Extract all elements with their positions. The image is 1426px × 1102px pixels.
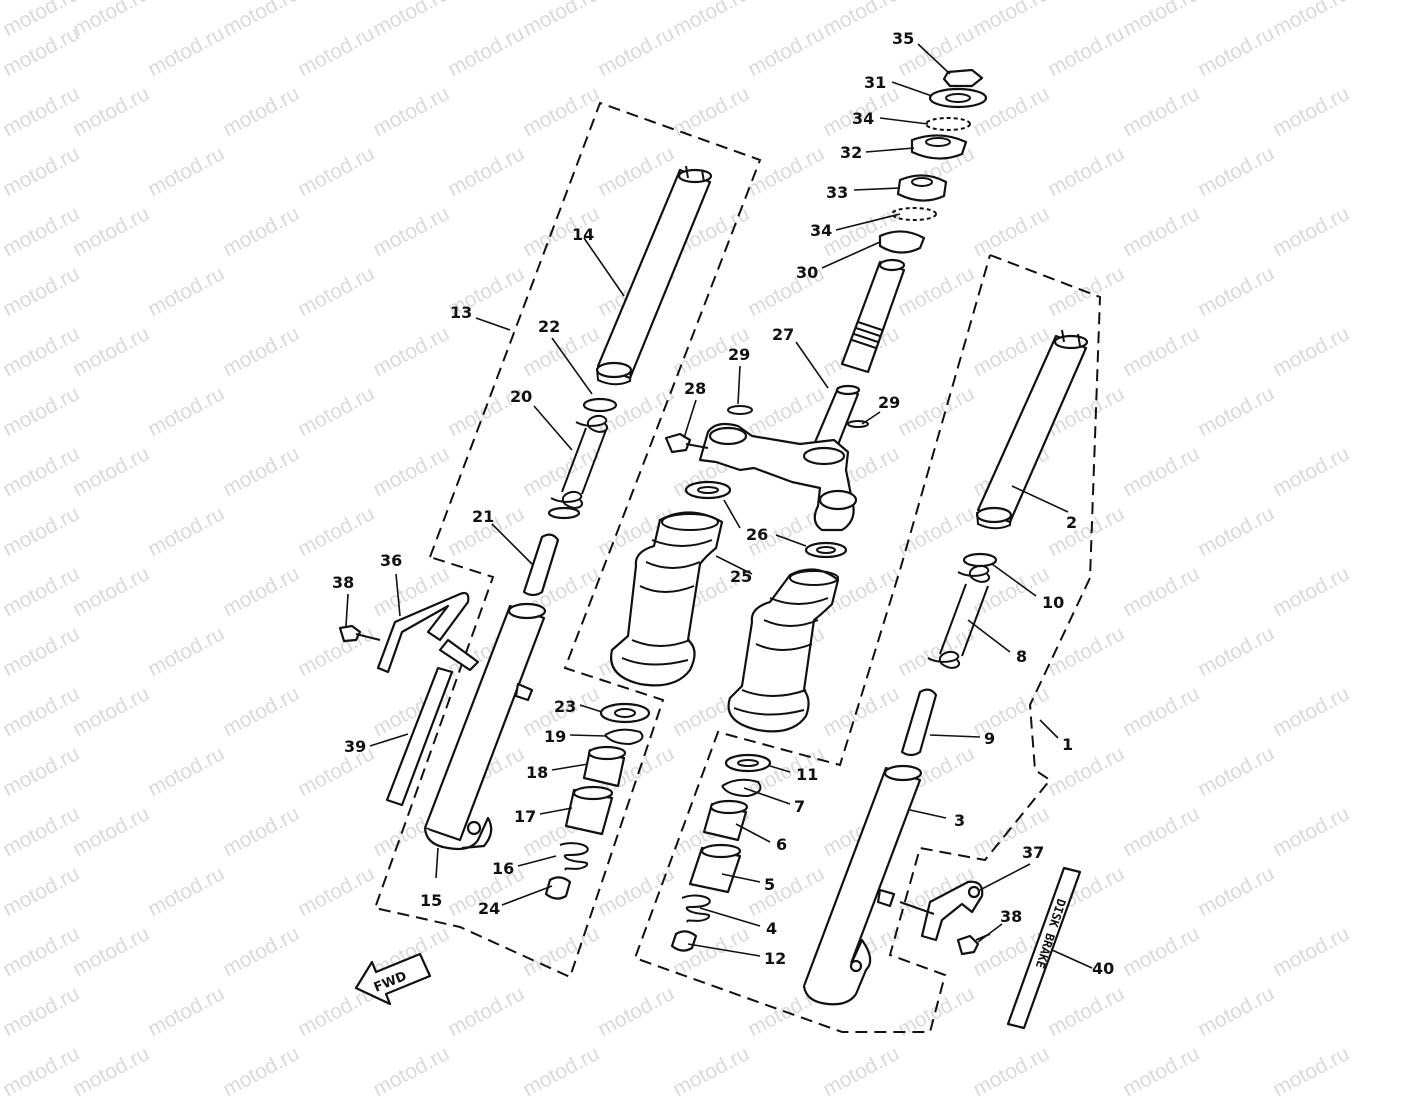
- label-11: 11: [796, 765, 818, 784]
- outer-tube-15: [423, 602, 547, 851]
- label-2: 2: [1066, 513, 1077, 532]
- outline-assembly-13: [373, 101, 762, 979]
- label-17: 17: [514, 807, 536, 826]
- circlip-7: [721, 778, 762, 798]
- washer-6: [702, 799, 749, 842]
- label-29-right: 29: [878, 393, 900, 412]
- inner-tube-2: [975, 329, 1089, 530]
- label-18: 18: [526, 763, 548, 782]
- label-40: 40: [1092, 959, 1114, 978]
- ring-22: [582, 397, 618, 413]
- damper-rod-9: [900, 688, 938, 757]
- circlip-19: [604, 728, 644, 746]
- spring-16: [559, 842, 589, 871]
- diagram-svg: DISK BRAKE FWD: [332, 29, 1114, 1033]
- label-16: 16: [492, 859, 514, 878]
- cap-24: [544, 876, 572, 900]
- label-14: 14: [572, 225, 594, 244]
- spring-8: [927, 564, 991, 669]
- bolt-28: [664, 432, 709, 454]
- label-19: 19: [544, 727, 566, 746]
- spring-4: [681, 894, 711, 923]
- snap-ring-29-left: [727, 405, 753, 415]
- label-34-bottom: 34: [810, 221, 832, 240]
- steering-stem-27: [808, 258, 906, 462]
- inner-tube-14: [595, 165, 713, 386]
- boot-bracket-26-left: [684, 480, 732, 500]
- label-7: 7: [794, 797, 805, 816]
- label-1: 1: [1062, 735, 1073, 754]
- label-35: 35: [892, 29, 914, 48]
- label-27: 27: [772, 325, 794, 344]
- label-25: 25: [730, 567, 752, 586]
- label-28: 28: [684, 379, 706, 398]
- fender-stay-39: [385, 666, 454, 807]
- label-38-right: 38: [1000, 907, 1022, 926]
- label-10: 10: [1042, 593, 1064, 612]
- damper-rod-21: [522, 533, 560, 597]
- label-20: 20: [510, 387, 532, 406]
- label-13: 13: [450, 303, 472, 322]
- ball-bearing-34-bottom: [891, 207, 937, 221]
- label-33: 33: [826, 183, 848, 202]
- oil-seal-11: [724, 753, 772, 773]
- label-9: 9: [984, 729, 995, 748]
- dust-boot-25-right: [727, 568, 840, 733]
- bearing-race-30: [878, 230, 926, 254]
- label-22: 22: [538, 317, 560, 336]
- boot-bracket-26-right: [804, 541, 848, 559]
- label-12: 12: [764, 949, 786, 968]
- bushing-17: [564, 785, 614, 836]
- label-4: 4: [766, 919, 777, 938]
- label-29-left: 29: [728, 345, 750, 364]
- fwd-arrow: FWD: [354, 952, 432, 1006]
- bearing-race-33: [896, 174, 948, 202]
- label-26: 26: [746, 525, 768, 544]
- label-5: 5: [764, 875, 775, 894]
- label-21: 21: [472, 507, 494, 526]
- label-32: 32: [840, 143, 862, 162]
- label-36: 36: [380, 551, 402, 570]
- bearing-cover-31: [928, 87, 988, 109]
- outline-assembly-1: [633, 254, 1102, 1033]
- nut-35: [942, 68, 984, 88]
- ball-bearing-34-top: [925, 117, 971, 131]
- label-31: 31: [864, 73, 886, 92]
- bolt-38-left: [338, 624, 381, 643]
- spring-20: [547, 414, 609, 520]
- cap-12: [670, 930, 698, 952]
- fender-bracket-36: [376, 591, 480, 674]
- outer-tube-3: [802, 764, 923, 1006]
- leader-lines: [345, 43, 1093, 969]
- label-6: 6: [776, 835, 787, 854]
- decal-40: DISK BRAKE: [1006, 866, 1082, 1030]
- callout-labels: 1 2 3 4 5 6 7 8 9 10 11 12 13 14 15 16 1…: [332, 29, 1114, 978]
- bushing-5: [688, 843, 742, 894]
- label-15: 15: [420, 891, 442, 910]
- label-37: 37: [1022, 843, 1044, 862]
- label-3: 3: [954, 811, 965, 830]
- dust-boot-25-left: [610, 511, 724, 687]
- label-24: 24: [478, 899, 500, 918]
- label-39: 39: [344, 737, 366, 756]
- label-23: 23: [554, 697, 576, 716]
- label-30: 30: [796, 263, 818, 282]
- under-bracket: [698, 422, 858, 532]
- bearing-race-32: [910, 134, 968, 160]
- washer-18: [582, 745, 627, 788]
- label-8: 8: [1016, 647, 1027, 666]
- caliper-bracket-37: [899, 880, 984, 942]
- label-34-top: 34: [852, 109, 874, 128]
- label-38-left: 38: [332, 573, 354, 592]
- snap-ring-29-right: [847, 420, 869, 428]
- ring-10: [962, 552, 998, 568]
- oil-seal-23: [599, 702, 651, 724]
